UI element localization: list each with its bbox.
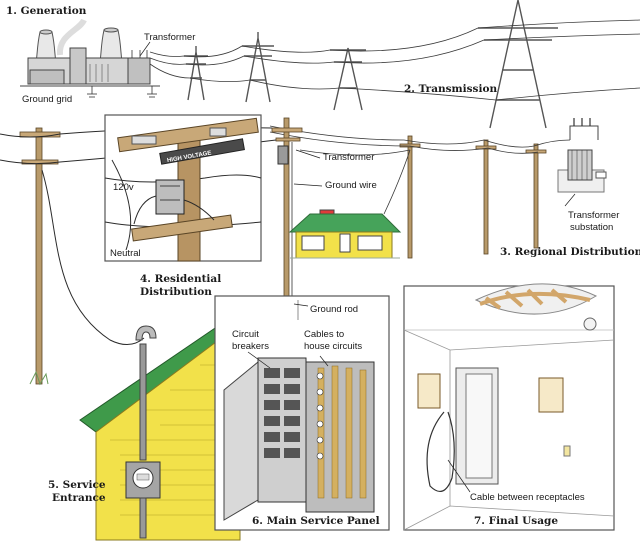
power-plant bbox=[20, 18, 160, 98]
final-usage-room bbox=[403, 283, 615, 531]
street-transformer-pole bbox=[271, 117, 303, 317]
step-residential-label-2: Distribution bbox=[140, 286, 212, 298]
residential-distribution-inset: HIGH VOLTAGE bbox=[104, 114, 262, 262]
cables-label-2: house circuits bbox=[304, 341, 362, 352]
step-transmission-label: 2. Transmission bbox=[404, 83, 497, 95]
regional-poles bbox=[269, 125, 571, 259]
ground-rod-label: Ground rod bbox=[310, 304, 358, 315]
ground-wire-label: Ground wire bbox=[325, 180, 377, 191]
circuit-breakers-label-2: breakers bbox=[232, 341, 269, 352]
breaker-grid bbox=[264, 368, 300, 458]
main-service-panel bbox=[214, 295, 390, 531]
transformer-pole-label: Transformer bbox=[323, 152, 374, 163]
leader-lines bbox=[139, 41, 576, 307]
ground-grid-label: Ground grid bbox=[22, 94, 72, 105]
transformer-substation bbox=[557, 118, 607, 193]
step-residential-label-1: 4. Residential bbox=[140, 273, 221, 285]
step-final-label: 7. Final Usage bbox=[474, 515, 558, 527]
ground-symbol-icon bbox=[87, 86, 157, 98]
circuit-breakers-label-1: Circuit bbox=[232, 329, 259, 340]
transformer-plant-label: Transformer bbox=[144, 32, 195, 43]
neutral-label: Neutral bbox=[110, 248, 141, 259]
receptacle-icon bbox=[563, 445, 571, 457]
transformer-substation-label-1: Transformer bbox=[568, 210, 619, 221]
step-panel-label: 6. Main Service Panel bbox=[252, 515, 380, 527]
step-service-label-1: 5. Service bbox=[48, 479, 106, 491]
transmission-towers bbox=[149, 0, 640, 129]
v120-label: 120v bbox=[113, 182, 134, 193]
step-regional-label: 3. Regional Distribution bbox=[500, 246, 640, 258]
service-entrance-house bbox=[79, 321, 241, 541]
distant-house bbox=[288, 209, 402, 259]
step-generation-label: 1. Generation bbox=[6, 5, 87, 17]
transformer-substation-label-2: substation bbox=[570, 222, 613, 233]
ceiling-light-icon bbox=[583, 317, 597, 331]
step-service-label-2: Entrance bbox=[52, 492, 106, 504]
cables-label-1: Cables to bbox=[304, 329, 344, 340]
receptacles-label: Cable between receptacles bbox=[470, 492, 585, 503]
